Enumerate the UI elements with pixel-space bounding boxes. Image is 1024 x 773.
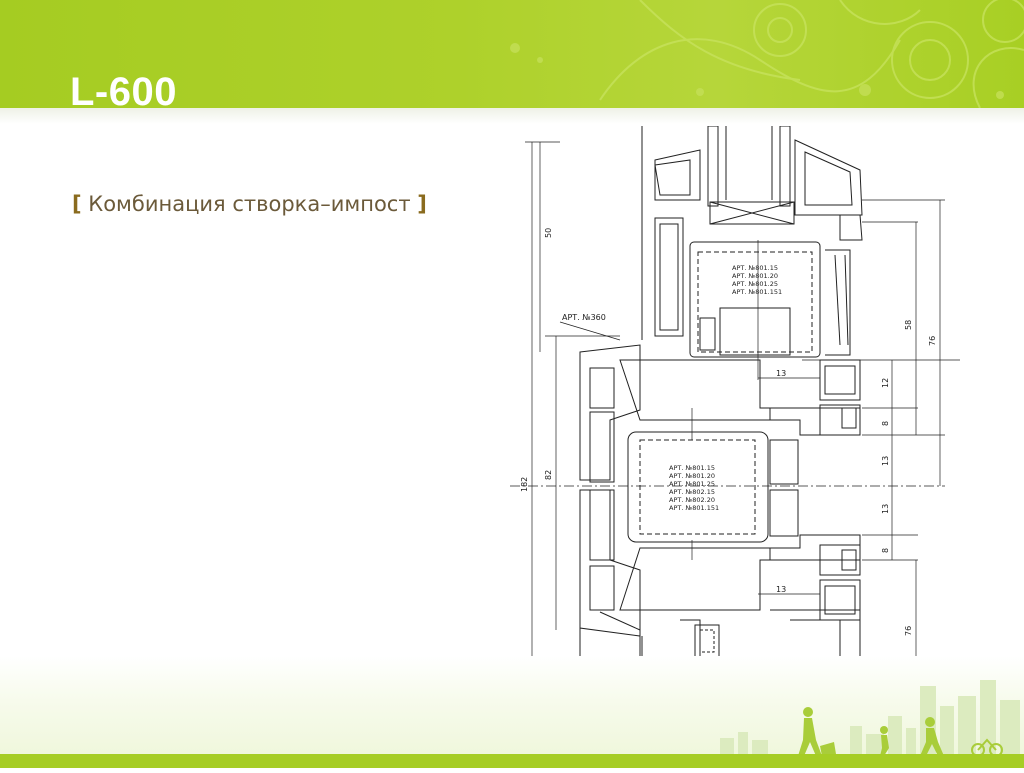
- art-mid-5: АРТ. №802.20: [669, 496, 715, 504]
- art-top-4: АРТ. №801.151: [732, 288, 782, 296]
- art-top-2: АРТ. №801.20: [732, 272, 778, 280]
- footer-cityscape: [720, 680, 1020, 757]
- dim-58: 58: [904, 320, 913, 330]
- dim-13-upper: 13: [881, 456, 890, 466]
- profile-section-drawing: 50 182 82 58 76 12 8 13 13 8 13 13 76 АР…: [510, 126, 960, 658]
- header-ornament: [510, 0, 1024, 108]
- art-top-3: АРТ. №801.25: [732, 280, 778, 288]
- dim-76-top: 76: [928, 336, 937, 346]
- dim-50: 50: [544, 228, 553, 238]
- art-mid-6: АРТ. №801.151: [669, 504, 719, 512]
- header-band: L-600: [0, 0, 1024, 108]
- bracket-open: [: [72, 192, 82, 216]
- slide-subtitle: [ Комбинация створка–импост ]: [72, 190, 427, 218]
- dim-13-horiz-bottom: 13: [776, 585, 786, 594]
- glass-pane-right: [779, 126, 791, 207]
- dim-8-top: 8: [881, 421, 890, 426]
- bracket-close: ]: [417, 192, 427, 216]
- dim-82: 82: [544, 470, 553, 480]
- subtitle-text: Комбинация створка–импост: [81, 192, 418, 216]
- art-mid-1: АРТ. №801.15: [669, 464, 715, 472]
- dim-12: 12: [881, 378, 890, 388]
- dim-13-lower: 13: [881, 504, 890, 514]
- dim-182: 182: [520, 477, 529, 492]
- art-top-1: АРТ. №801.15: [732, 264, 778, 272]
- art-mid-2: АРТ. №801.20: [669, 472, 715, 480]
- art-mid-3: АРТ. №801.25: [669, 480, 715, 488]
- dim-13-horiz-top: 13: [776, 369, 786, 378]
- footer-bar: [0, 754, 1024, 768]
- slide-title: L-600: [70, 70, 177, 108]
- header-shadow: [0, 108, 1024, 124]
- art-mid-4: АРТ. №802.15: [669, 488, 715, 496]
- footer-band: [0, 656, 1024, 768]
- dim-8-bottom: 8: [881, 548, 890, 553]
- glass-pane-left: [707, 126, 719, 207]
- dim-76-bottom: 76: [904, 626, 913, 636]
- art-360-label: АРТ. №360: [562, 313, 606, 322]
